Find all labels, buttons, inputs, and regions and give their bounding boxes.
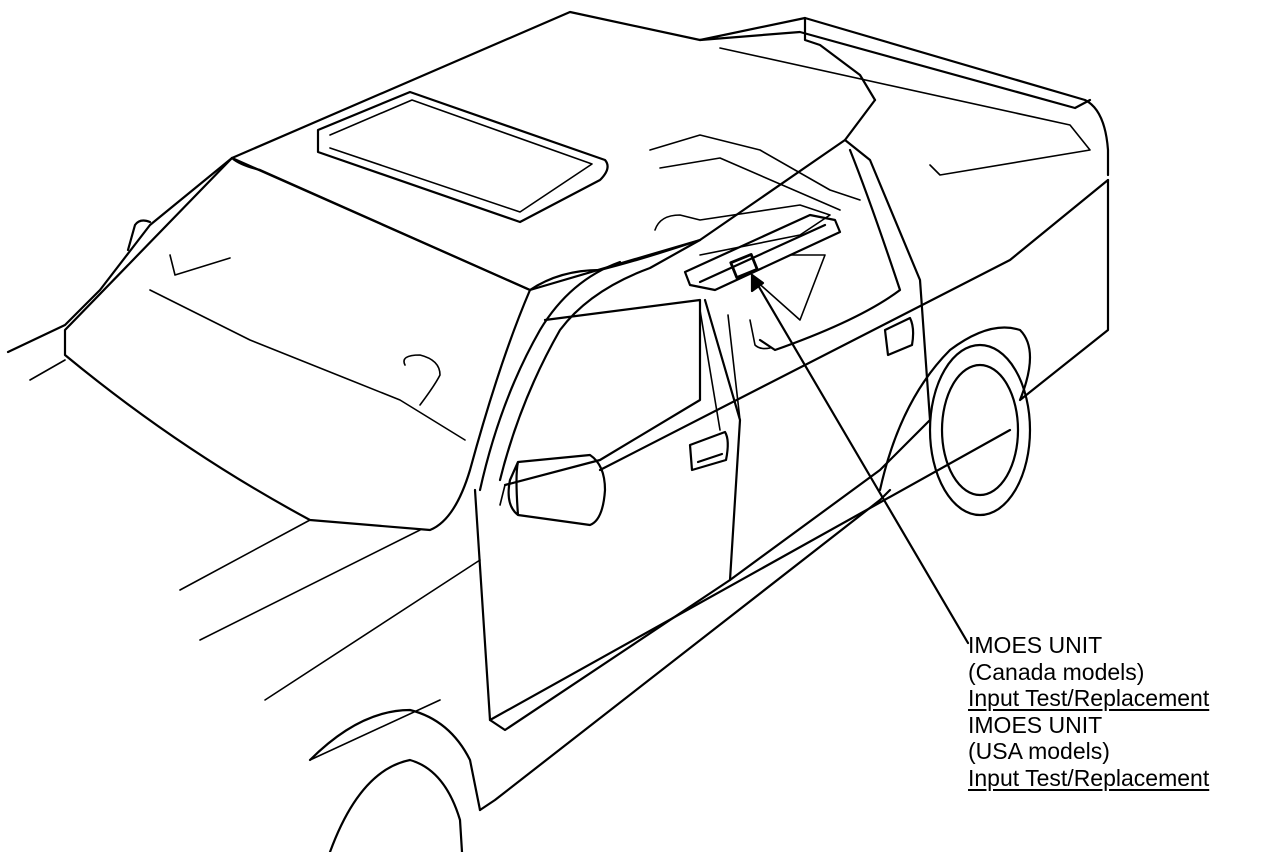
door-window-frame (498, 238, 702, 487)
imoes-bracket (683, 213, 842, 292)
bed-rail (698, 30, 1092, 110)
canada-input-test-link[interactable]: Input Test/Replacement (968, 685, 1210, 711)
rear-wheel (928, 343, 1032, 517)
sunroof (316, 90, 609, 224)
rear-door-window (758, 148, 902, 352)
imoes-unit-box (729, 253, 759, 279)
hood (6, 156, 234, 354)
leader-line (750, 273, 970, 645)
roof-outline (230, 10, 1110, 177)
front-wheel-arch (308, 708, 482, 812)
mirror-mount (499, 484, 506, 506)
canada-unit-title: IMOES UNIT (968, 632, 1103, 658)
rear-wheel-arch (878, 178, 1110, 492)
body-line-lower (488, 428, 1012, 722)
front-wheel (328, 758, 464, 852)
rocker (478, 488, 892, 812)
door-handle-rear (883, 316, 915, 357)
leader-arrow (750, 273, 765, 293)
rear-wheel-inner (940, 363, 1020, 497)
usa-models-label: (USA models) (968, 738, 1110, 764)
usa-unit-title: IMOES UNIT (968, 711, 1103, 738)
console-lower (754, 254, 826, 321)
rear-door (728, 138, 932, 582)
canada-models-label: (Canada models) (968, 658, 1145, 685)
pillar-lines (699, 309, 771, 431)
windshield-mirror (403, 354, 441, 406)
front-antenna (126, 219, 152, 252)
door-handle-front (688, 430, 729, 472)
body-line-upper (598, 178, 1110, 472)
windshield (63, 156, 532, 532)
front-door (473, 298, 742, 732)
bed-wall (803, 16, 877, 102)
usa-input-test-link[interactable]: Input Test/Replacement (968, 764, 1210, 791)
windshield-wiper (149, 289, 466, 441)
sunroof-inner (329, 99, 593, 213)
roof-console-top (649, 134, 861, 211)
bed-inner (719, 47, 1091, 176)
roof-console-mid (654, 204, 831, 256)
side-mirror (507, 453, 607, 527)
hood-lines (29, 359, 481, 761)
callout-labels: IMOES UNIT (Canada models) Input Test/Re… (968, 632, 1209, 791)
a-pillar (478, 238, 702, 492)
dash-line (169, 254, 231, 276)
